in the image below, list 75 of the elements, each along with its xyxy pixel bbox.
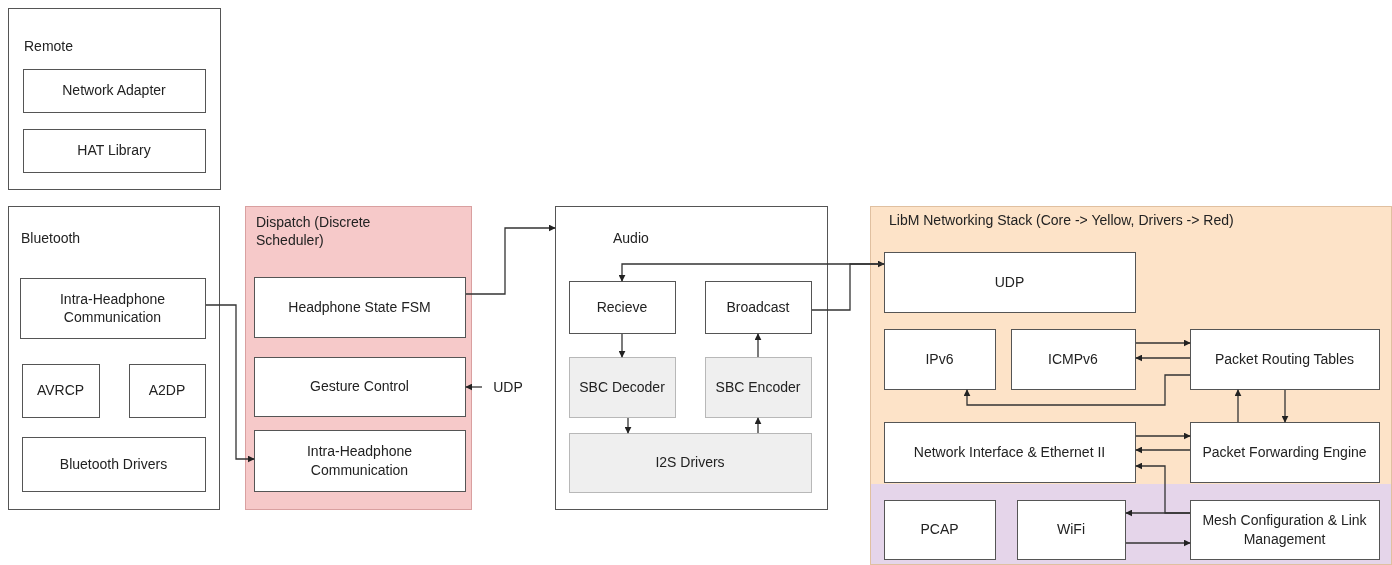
component-label: Network Adapter (61, 81, 167, 100)
arrow (1135, 446, 1191, 454)
component-box (21, 436, 206, 492)
component-label: Gesture Control (309, 377, 410, 396)
component-label: Packet Forwarding Engine (1201, 442, 1368, 462)
module-panel (245, 206, 472, 510)
component-box (704, 356, 812, 418)
component-box (883, 421, 1136, 483)
arrow (1125, 539, 1191, 547)
component-box (1189, 499, 1380, 560)
component-box (22, 68, 206, 113)
component-label: Mesh Configuration & Link Management (1201, 511, 1368, 548)
component-box (883, 499, 996, 560)
arrow (1234, 389, 1242, 423)
component-label: ICMPv6 (1047, 349, 1099, 369)
arrow (1281, 389, 1289, 423)
arrow (963, 374, 1191, 406)
arrow (754, 333, 762, 358)
module-container (8, 8, 221, 190)
component-label: PCAP (919, 520, 960, 539)
component-label: Packet Routing Tables (1213, 349, 1356, 369)
component-label: IPv6 (924, 349, 955, 369)
component-box (568, 280, 676, 334)
arrow (205, 304, 255, 463)
component-box (1010, 328, 1136, 390)
arrow (618, 263, 885, 282)
component-label: I2S Drivers (654, 453, 726, 472)
container-title: Bluetooth (21, 229, 81, 248)
component-label: Bluetooth Drivers (58, 454, 169, 474)
module-panel (870, 206, 1392, 565)
component-label: A2DP (147, 381, 187, 400)
arrow (465, 224, 556, 295)
component-label: Recieve (595, 297, 649, 317)
component-label: Broadcast (725, 297, 791, 317)
component-box (21, 363, 100, 418)
component-label: HAT Library (76, 141, 152, 160)
arrow (618, 333, 626, 358)
component-label: SBC Encoder (714, 377, 802, 397)
component-box (568, 432, 812, 493)
arrow (811, 260, 885, 311)
component-box (704, 280, 812, 334)
module-container (555, 206, 828, 510)
container-title: LibM Networking Stack (Core -> Yellow, Drivers -> Red) (889, 211, 1234, 230)
container-title: Dispatch (Discrete Scheduler) (256, 213, 372, 250)
arrow (465, 383, 483, 391)
component-label: UDP (993, 272, 1026, 292)
arrow (1125, 509, 1191, 517)
module-container (8, 206, 220, 510)
container-title: Remote (24, 37, 74, 56)
component-box (1189, 421, 1380, 483)
component-box (19, 277, 206, 339)
component-label: Intra-Headphone Communication (305, 442, 414, 479)
component-box (1189, 328, 1380, 390)
arrow (1135, 339, 1191, 347)
component-box (253, 276, 466, 338)
component-label: Headphone State FSM (287, 297, 432, 317)
component-label: SBC Decoder (578, 377, 666, 397)
component-box (883, 328, 996, 390)
component-box (1016, 499, 1126, 560)
component-box (128, 363, 206, 418)
component-box (883, 251, 1136, 313)
container-title: Audio (613, 229, 649, 248)
component-box (253, 429, 466, 492)
component-label: AVRCP (35, 381, 86, 400)
protocol-label: UDP (492, 377, 524, 397)
component-label: Network Interface & Ethernet II (912, 442, 1107, 462)
component-label: Intra-Headphone Communication (58, 289, 167, 327)
arrow (1135, 354, 1191, 362)
arrow (1135, 432, 1191, 440)
arrow (754, 417, 762, 434)
component-box (568, 356, 676, 418)
component-box (253, 356, 466, 417)
arrow (624, 417, 632, 434)
component-box (22, 128, 206, 173)
component-label: WiFi (1056, 520, 1086, 539)
